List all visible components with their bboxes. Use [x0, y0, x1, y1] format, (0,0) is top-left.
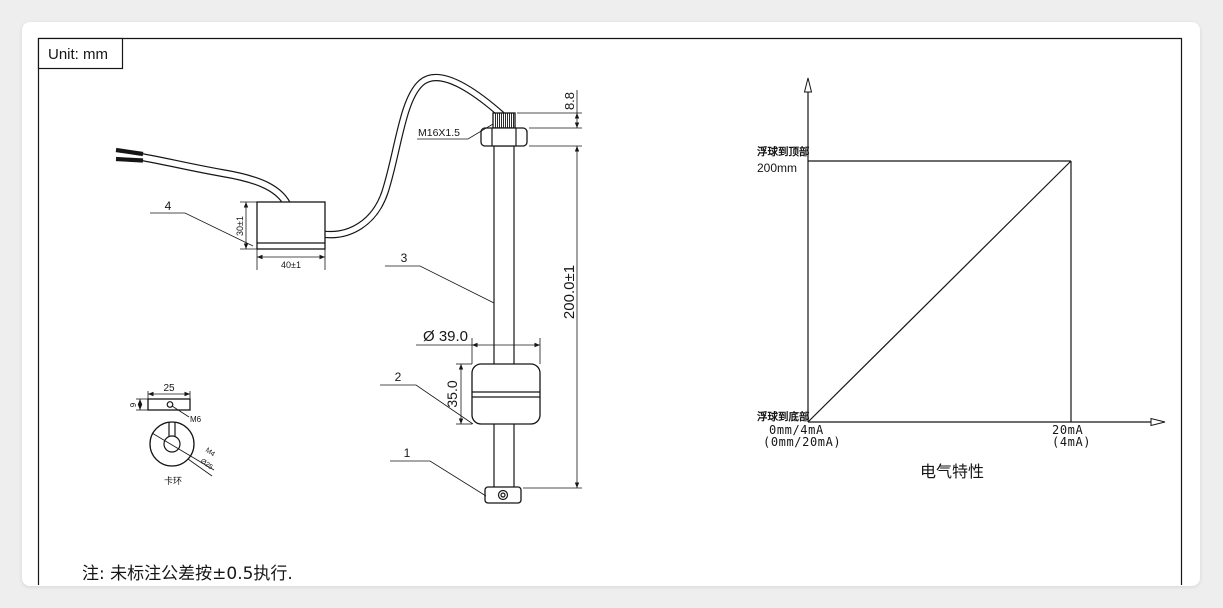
leader-line — [385, 265, 495, 304]
float-ball — [471, 363, 541, 425]
electrical-characteristic-chart: 浮球到顶部 200mm 浮球到底部 0mm/4mA (0mm/20mA) 20m… — [757, 77, 1166, 481]
dim-float-diameter: Ø 39.0 — [416, 328, 541, 364]
bottom-collar — [484, 486, 522, 504]
dim-float-height-label: 35.0 — [444, 380, 460, 407]
clip-ring-detail: 25 9 M6 M4 Ø25 卡环 — [129, 383, 216, 487]
end-alt-label: (4mA) — [1052, 435, 1091, 449]
dim-thread-height: 8.8 — [517, 90, 582, 129]
top-position-label: 浮球到顶部 — [757, 145, 810, 158]
wire-tip-2 — [115, 156, 144, 163]
dim-box-width-label: 40±1 — [281, 260, 301, 270]
drawing-frame — [37, 37, 1183, 585]
tolerance-note: 注: 未标注公差按±0.5执行. — [82, 564, 293, 584]
clip-side-view — [147, 398, 191, 411]
unit-box-border — [37, 37, 124, 70]
sensor-cable-core — [321, 75, 505, 238]
origin-alt-label: (0mm/20mA) — [763, 435, 841, 449]
leader-part-2: 2 — [380, 370, 474, 425]
dim-total-length-label: 200.0±1 — [561, 265, 578, 319]
clip-diameter-label: Ø25 — [199, 458, 214, 471]
y-axis-arrow — [803, 77, 813, 93]
unit-label: Unit: mm — [48, 46, 108, 63]
leader-part-1: 1 — [390, 446, 487, 497]
m6-screw-hole — [166, 401, 174, 408]
m6-label: M6 — [190, 415, 202, 424]
thread-callout: M16X1.5 — [417, 123, 494, 140]
sensor-cable — [321, 74, 506, 239]
clip-caption: 卡环 — [164, 475, 182, 487]
dim-total-length: 200.0±1 — [523, 145, 582, 489]
clip-ring-outer — [149, 421, 195, 467]
hex-nut — [480, 127, 528, 147]
dim-box-height-label: 30±1 — [235, 216, 245, 236]
clip-ring-leader-line — [151, 432, 215, 471]
x-axis-arrow — [1150, 417, 1166, 427]
leader-line — [380, 384, 474, 425]
end-label: 20mA — [1052, 423, 1083, 437]
part-number-4: 4 — [165, 199, 172, 213]
bottom-position-label: 浮球到底部 — [757, 410, 810, 423]
junction-box-body — [256, 201, 326, 250]
leader-line — [390, 460, 487, 497]
lead-cable-outline — [140, 153, 293, 210]
thread-spec-label: M16X1.5 — [418, 127, 460, 139]
origin-label: 0mm/4mA — [769, 423, 824, 437]
leader-line — [150, 212, 254, 247]
float-body — [471, 363, 541, 425]
drawing-card — [22, 22, 1200, 586]
hex-nut-body — [480, 127, 528, 147]
lead-cable — [115, 147, 293, 210]
top-position-value: 200mm — [757, 161, 797, 175]
clip-width-dim-label: 25 — [163, 383, 175, 394]
thread-m16 — [492, 112, 516, 129]
clip-thread-label: M4 — [204, 447, 216, 458]
dim-box-height: 30±1 — [235, 201, 257, 250]
dim-thread-height-label: 8.8 — [562, 92, 577, 110]
collar-body — [484, 486, 522, 504]
sensor-rod-body — [493, 145, 515, 489]
collar-screw-outer — [497, 489, 509, 501]
clip-ring-inner — [163, 435, 181, 453]
characteristic-line — [807, 160, 1072, 423]
junction-box — [256, 201, 326, 250]
collar-screw-inner — [500, 492, 506, 498]
dim-float-diameter-label: Ø 39.0 — [423, 328, 468, 345]
dim-box-width: 40±1 — [256, 249, 326, 270]
part-number-1: 1 — [404, 446, 411, 460]
part-number-3: 3 — [401, 251, 408, 265]
thread-callout-leader — [417, 123, 494, 140]
unit-box: Unit: mm — [37, 37, 124, 70]
sensor-rod — [493, 145, 515, 489]
clip-height-dim-label: 9 — [129, 402, 138, 407]
sensor-cable-outline — [321, 74, 506, 239]
chart-title: 电气特性 — [920, 462, 984, 481]
part-number-2: 2 — [395, 370, 402, 384]
lead-cable-core — [140, 154, 292, 210]
dim-float-height: 35.0 — [444, 363, 472, 425]
leader-part-3: 3 — [385, 251, 495, 304]
m6-leader-line — [171, 405, 190, 418]
leader-part-4: 4 — [150, 199, 254, 247]
clip-ring-leader-line — [187, 458, 213, 477]
wire-tip-1 — [115, 147, 144, 157]
